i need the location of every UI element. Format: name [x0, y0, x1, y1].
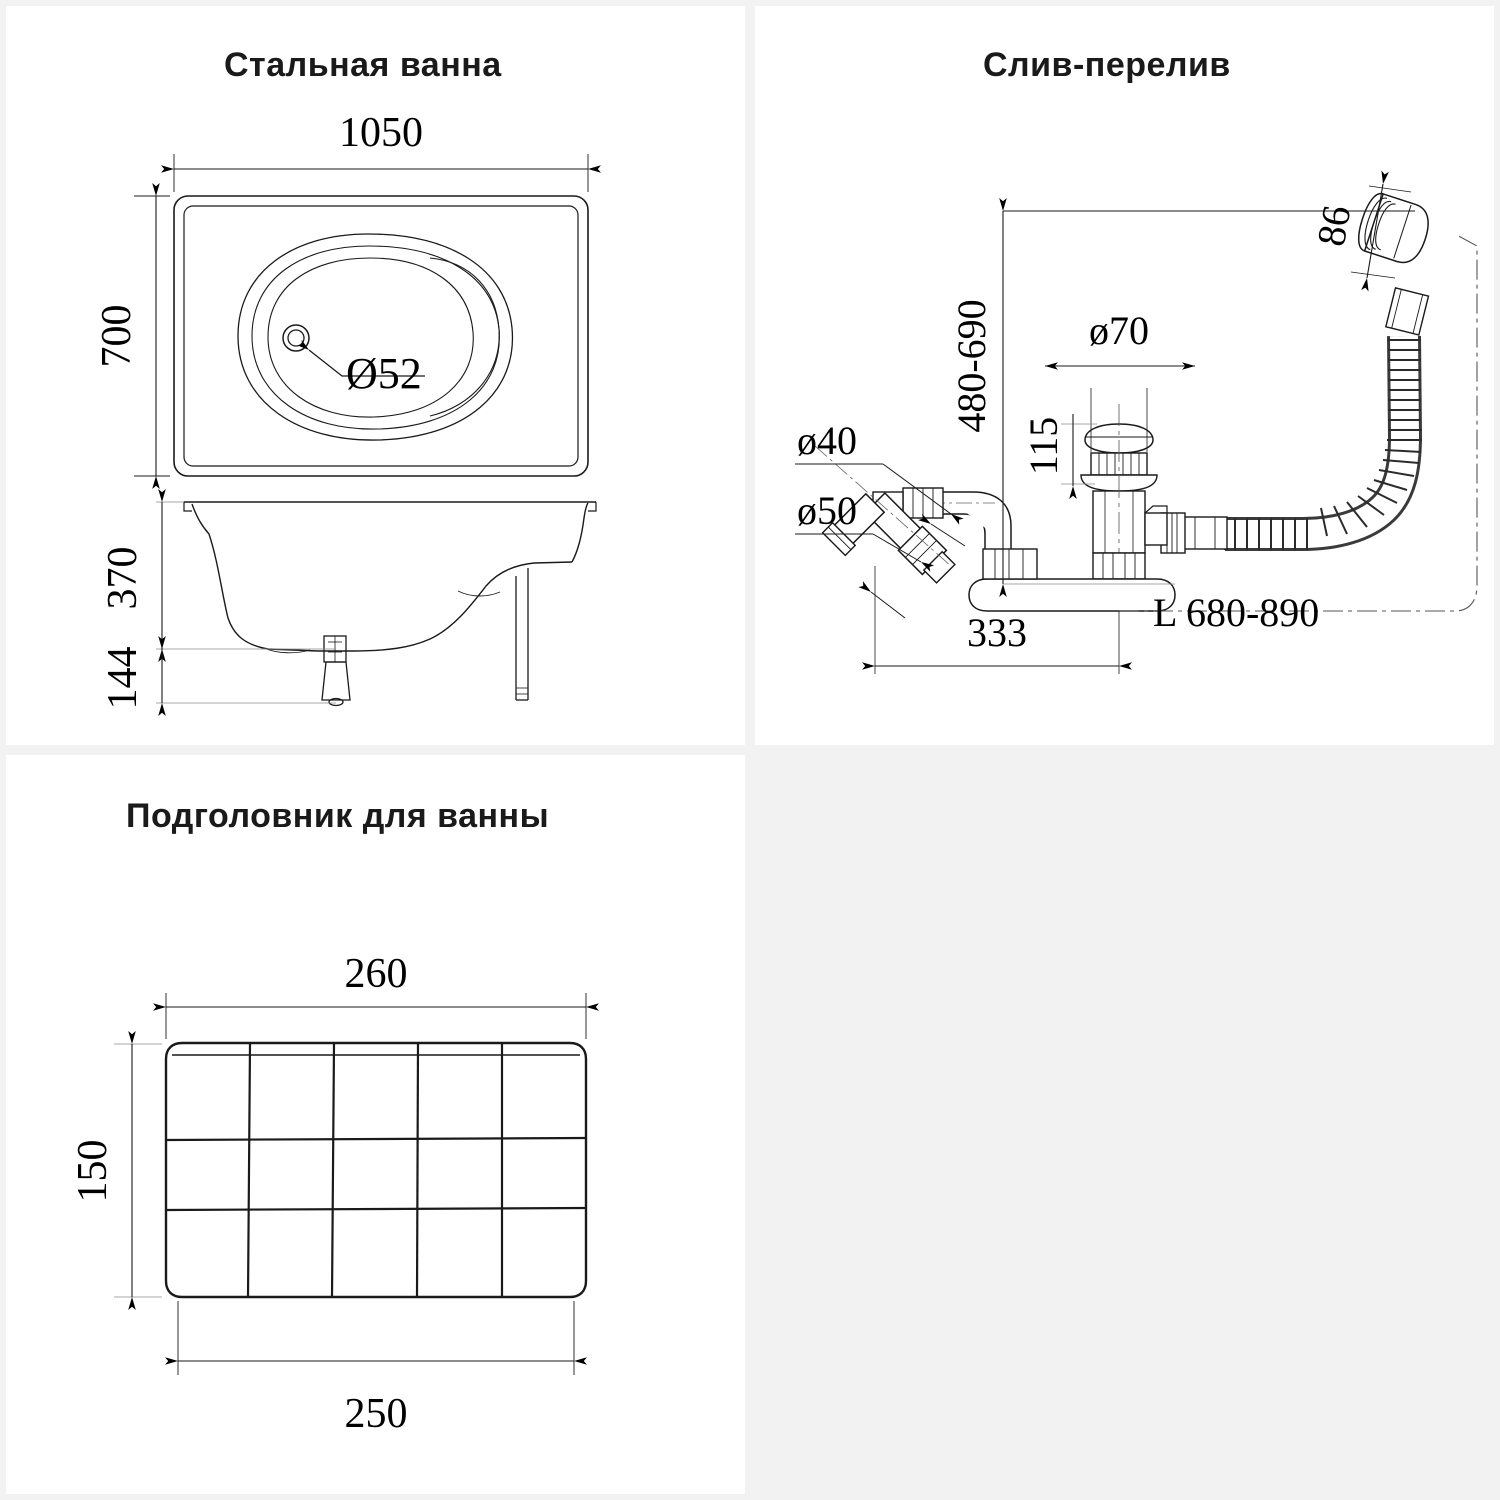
panel-title-bath-headrest: Подголовник для ванны [126, 797, 550, 835]
dim-outlet-diameter: ø50 [797, 488, 857, 533]
dim-drain-diameter: Ø52 [346, 349, 422, 398]
panel-empty [755, 755, 1494, 1494]
steel-bath-drawing: 1050 700 Ø52 370 144 [94, 110, 601, 716]
dim-trap-length: 333 [967, 610, 1027, 655]
dim-bath-depth: 370 [100, 547, 146, 610]
panel-steel-bath: Стальная ванна [6, 6, 745, 745]
panel-bath-headrest: Подголовник для ванны [6, 755, 745, 1494]
dim-inlet-diameter: ø40 [797, 418, 857, 463]
dim-leg-height: 144 [100, 647, 146, 710]
dim-bath-width: 700 [94, 305, 140, 368]
dim-overflow-head-height: 86 [1308, 202, 1359, 249]
dim-hose-length: L 680-890 [1153, 590, 1319, 635]
panel-drain-overflow: Слив-перелив [755, 6, 1494, 745]
dim-plug-height: 115 [1021, 417, 1066, 476]
bath-headrest-drawing: 260 150 250 [70, 951, 599, 1437]
panel-title-steel-bath: Стальная ванна [224, 46, 502, 84]
dim-headrest-height: 150 [70, 1140, 116, 1203]
dim-headrest-bottom-width: 250 [345, 1391, 408, 1437]
panel-title-drain-overflow: Слив-перелив [983, 46, 1231, 84]
dim-bath-length: 1050 [339, 110, 423, 156]
dim-headrest-top-width: 260 [345, 951, 408, 997]
dim-overflow-range: 480-690 [949, 299, 994, 432]
dim-plug-diameter: ø70 [1089, 308, 1149, 353]
drain-overflow-drawing: 86 480-690 ø70 115 ø40 ø50 333 L 680-890 [795, 170, 1478, 674]
